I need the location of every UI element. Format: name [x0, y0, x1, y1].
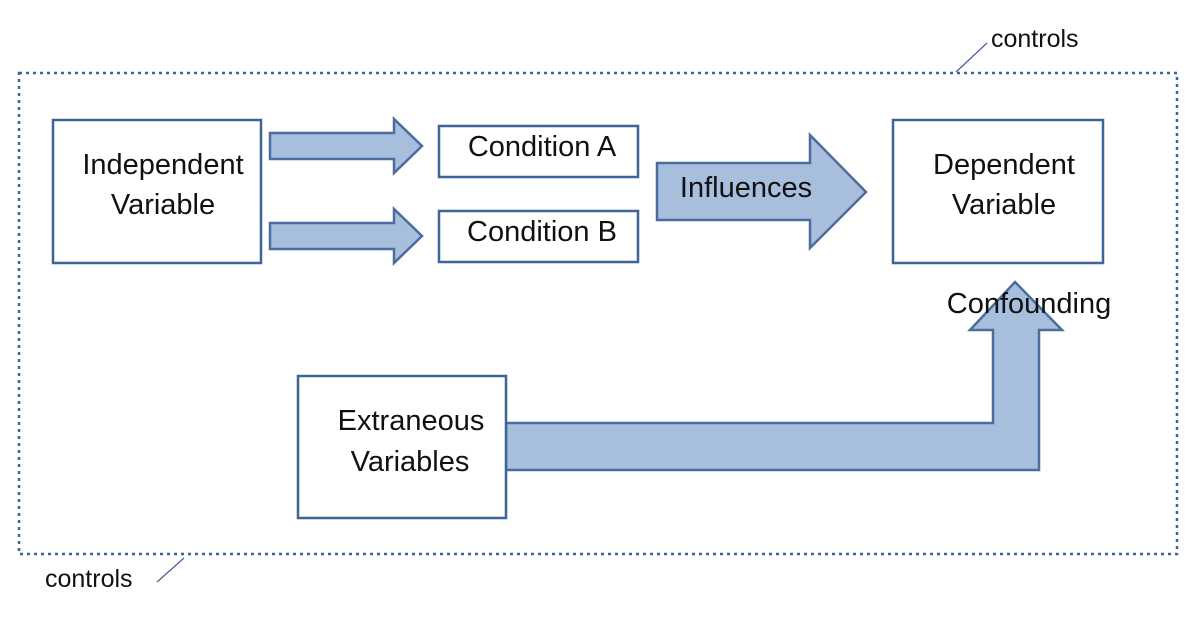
extraneous-variables-label-line2: Variables	[351, 446, 470, 478]
independent-variable-label-line1: Independent	[82, 149, 243, 181]
controls-callout-line-bottom	[156, 557, 185, 583]
extraneous-variables-box	[296, 374, 508, 520]
condition-b-box	[437, 209, 640, 264]
condition-b-label: Condition B	[467, 216, 617, 248]
condition-a-box	[437, 124, 640, 179]
independent-variable-box	[51, 118, 263, 265]
controls-callout-line-top	[955, 42, 988, 73]
dependent-variable-box	[891, 118, 1105, 265]
dependent-variable-label-line2: Variable	[952, 189, 1056, 221]
independent-variable-label-line2: Variable	[111, 189, 215, 221]
controls-label-bottom: controls	[45, 565, 133, 593]
extraneous-variables-label-line1: Extraneous	[338, 405, 485, 437]
confounding-arrow	[504, 280, 1065, 472]
condition-a-label: Condition A	[468, 131, 617, 163]
influences-arrow	[655, 131, 868, 252]
arrow-iv-to-condition-a	[268, 116, 424, 176]
arrow-iv-to-condition-b	[268, 206, 424, 266]
controls-label-top: controls	[991, 25, 1079, 53]
confounding-label: Confounding	[947, 288, 1111, 320]
dependent-variable-label-line1: Dependent	[933, 149, 1075, 181]
influences-label: Influences	[680, 172, 812, 204]
